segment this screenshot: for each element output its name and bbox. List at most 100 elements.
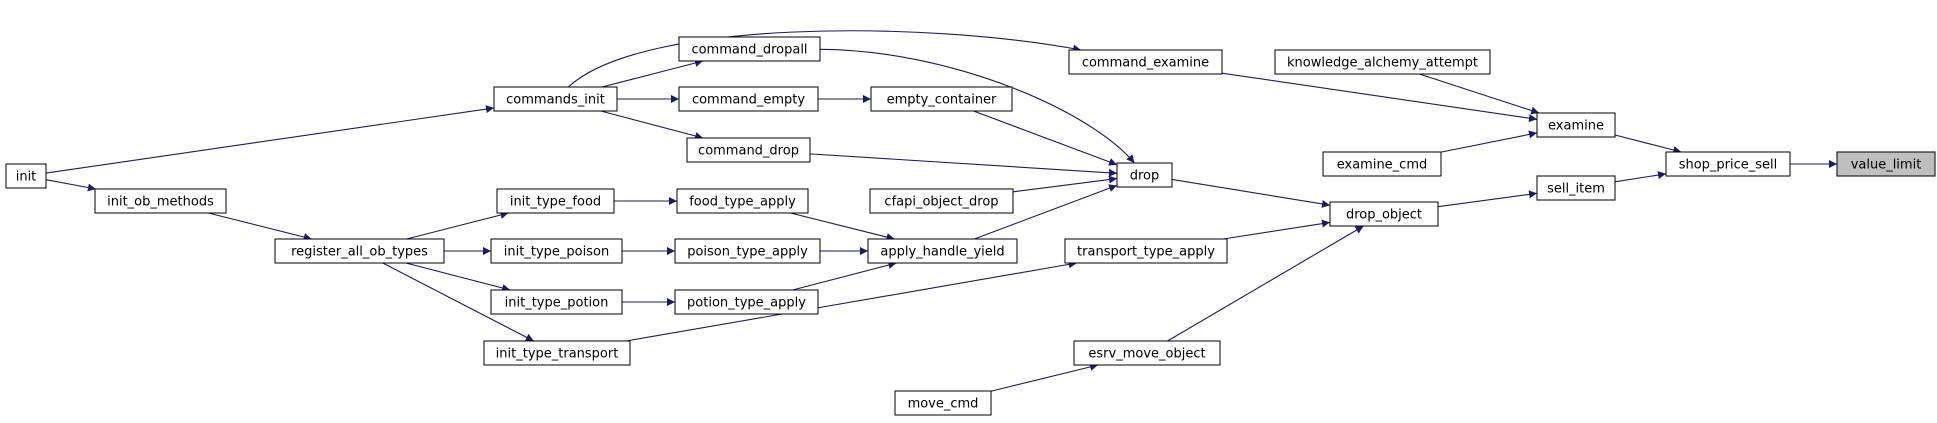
edge-cfapi-object-drop-to-drop [1012,175,1118,193]
node-examine-cmd[interactable]: examine_cmd [1322,151,1442,177]
node-label: examine [1548,119,1604,134]
edge-examine-cmd-to-examine [1440,130,1538,153]
edge-init-to-init-ob-methods [45,179,97,192]
node-label: drop_object [1346,208,1422,223]
edge-transport-type-apply-to-drop-object [1223,219,1331,240]
edge-command-examine-to-examine [1221,72,1538,123]
node-label: cfapi_object_drop [884,195,998,210]
node-command-dropall[interactable]: command_dropall [678,36,821,62]
node-box [483,340,631,366]
node-label: commands_init [506,93,605,108]
node-init-type-poison[interactable]: init_type_poison [490,238,623,264]
node-value-limit[interactable]: value_limit [1836,151,1936,177]
node-box [490,238,623,264]
node-label: shop_price_sell [1679,158,1778,173]
node-init-type-potion[interactable]: init_type_potion [490,289,623,315]
node-cfapi-object-drop[interactable]: cfapi_object_drop [869,188,1014,214]
node-box [870,86,1013,112]
edge-examine-to-shop-price-sell [1614,134,1682,154]
node-label: init_type_potion [505,296,609,311]
node-drop[interactable]: drop [1116,162,1173,188]
node-potion-type-apply[interactable]: potion_type_apply [674,289,819,315]
node-box [1116,162,1173,188]
node-label: init_type_food [510,195,601,210]
edge-commands-init-to-command-examine [567,30,1082,88]
node-label: value_limit [1851,158,1922,173]
edge-move-cmd-to-esrv-move-object [990,363,1099,392]
node-command-examine[interactable]: command_examine [1068,49,1223,75]
node-label: empty_container [887,93,997,108]
node-label: potion_type_apply [687,296,806,311]
edge-register-all-ob-types-to-init-type-transport [382,262,535,342]
node-apply-handle-yield[interactable]: apply_handle_yield [867,238,1018,264]
node-init-ob-methods[interactable]: init_ob_methods [94,188,227,214]
edge-drop-object-to-sell-item [1437,190,1538,208]
node-init[interactable]: init [5,163,47,189]
node-command-drop[interactable]: command_drop [686,137,811,163]
node-label: sell_item [1547,182,1605,197]
node-box [1665,151,1791,177]
edge-food-type-apply-to-apply-handle-yield [790,212,895,241]
node-label: command_dropall [691,43,807,58]
edge-commands-init-to-command-dropall [601,59,704,88]
node-box [1536,175,1616,201]
node-box [5,163,47,189]
node-label: drop [1130,169,1160,184]
edge-esrv-move-object-to-drop-object [1167,225,1364,342]
node-box [674,238,821,264]
node-label: esrv_move_object [1088,347,1205,362]
node-box [867,238,1018,264]
node-label: knowledge_alchemy_attempt [1287,56,1478,71]
edge-potion-type-apply-to-apply-handle-yield [792,261,897,291]
node-label: poison_type_apply [687,245,808,260]
node-box [894,390,992,416]
node-poison-type-apply[interactable]: poison_type_apply [674,238,821,264]
node-box [274,238,445,264]
node-box [1329,201,1439,227]
node-command-empty[interactable]: command_empty [678,86,819,112]
node-box [493,86,618,112]
node-box [1064,238,1228,264]
edge-init-to-commands-init [45,105,495,174]
node-examine[interactable]: examine [1536,112,1616,138]
node-box [674,289,819,315]
node-commands-init[interactable]: commands_init [493,86,618,112]
node-box [1073,340,1221,366]
node-label: move_cmd [908,397,979,412]
node-init-type-transport[interactable]: init_type_transport [483,340,631,366]
node-drop-object[interactable]: drop_object [1329,201,1439,227]
edge-commands-init-to-command-drop [600,110,704,140]
node-box [1068,49,1223,75]
node-knowledge-alchemy-attempt[interactable]: knowledge_alchemy_attempt [1274,49,1491,75]
nodes-layer: value_limit shop_price_sell examine sell_it… [5,36,1936,416]
node-init-type-food[interactable]: init_type_food [496,188,615,214]
node-box [1836,151,1936,177]
edge-sell-item-to-shop-price-sell [1614,171,1667,183]
node-label: register_all_ob_types [291,245,428,260]
node-box [686,137,811,163]
node-box [678,86,819,112]
node-label: examine_cmd [1337,158,1428,173]
node-box [676,188,809,214]
node-label: init_type_transport [496,347,619,362]
node-label: food_type_apply [689,195,796,210]
node-move-cmd[interactable]: move_cmd [894,390,992,416]
node-box [496,188,615,214]
edge-drop-to-drop-object [1171,178,1331,208]
node-sell-item[interactable]: sell_item [1536,175,1616,201]
node-transport-type-apply[interactable]: transport_type_apply [1064,238,1228,264]
node-shop-price-sell[interactable]: shop_price_sell [1665,151,1791,177]
node-label: init [16,170,37,185]
edge-empty-container-to-drop [973,110,1118,166]
edge-init-type-transport-to-transport-type-apply [626,260,1077,342]
node-box [1322,151,1442,177]
node-esrv-move-object[interactable]: esrv_move_object [1073,340,1221,366]
node-food-type-apply[interactable]: food_type_apply [676,188,809,214]
node-box [1536,112,1616,138]
node-label: command_examine [1082,56,1209,71]
node-empty-container[interactable]: empty_container [870,86,1013,112]
edge-command-drop-to-drop [809,153,1118,177]
node-register-all-ob-types[interactable]: register_all_ob_types [274,238,445,264]
node-box [869,188,1014,214]
